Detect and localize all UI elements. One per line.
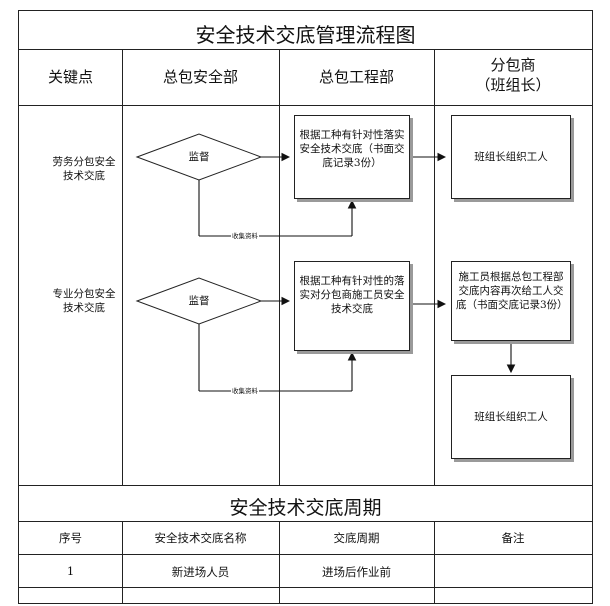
flowchart-frame: 安全技术交底管理流程图 关键点 总包安全部 总包工程部 分包商 （班组长） 劳务… [18,10,593,604]
page-title: 安全技术交底管理流程图 [195,23,416,47]
table-divider [122,521,123,603]
key-point-specialty-subcontract: 专业分包安全技术交底 [52,288,116,314]
column-header-key-points: 关键点 [47,68,93,86]
engineering-box-2: 根据工种有针对性的落实对分包商施工员安全技术交底 [294,261,410,351]
engineering-box-1: 根据工种有针对性落实安全技术交底（书面交底记录3份） [294,115,410,199]
divider [19,554,592,555]
collect-label-2: 收集资料 [231,387,259,395]
table-header-notes: 备注 [501,531,525,545]
table-cell-index: 1 [66,564,75,578]
table-cell-name: 新进场人员 [171,565,230,579]
column-header-safety-dept: 总包安全部 [162,68,238,86]
lane-divider [122,49,123,485]
subcontractor-box-3: 班组长组织工人 [451,375,571,459]
table-header-period: 交底周期 [333,531,380,545]
subcontractor-box-2: 施工员根据总包工程部交底内容再次给工人交底（书面交底记录3份） [451,261,571,341]
lane-divider [434,49,435,485]
subcontractor-box-1: 班组长组织工人 [451,115,571,199]
divider [19,49,592,50]
divider [19,485,592,486]
table-divider [279,521,280,603]
period-title: 安全技术交底周期 [229,497,382,519]
column-header-engineering-dept: 总包工程部 [318,68,394,86]
decision-label-2: 监督 [188,295,210,307]
column-header-subcontractor: 分包商 [490,56,536,74]
table-header-index: 序号 [59,531,82,545]
key-point-labor-subcontract: 劳务分包安全技术交底 [52,156,116,182]
lane-divider [279,49,280,485]
table-divider [434,521,435,603]
divider [19,105,592,106]
connector-lines [135,133,516,392]
column-header-subcontractor-role: （班组长） [475,76,551,94]
collect-label-1: 收集资料 [231,232,259,240]
table-header-name: 安全技术交底名称 [154,531,247,545]
divider [19,521,592,522]
divider [19,587,592,588]
table-cell-period: 进场后作业前 [322,565,391,579]
decision-label-1: 监督 [188,151,210,163]
